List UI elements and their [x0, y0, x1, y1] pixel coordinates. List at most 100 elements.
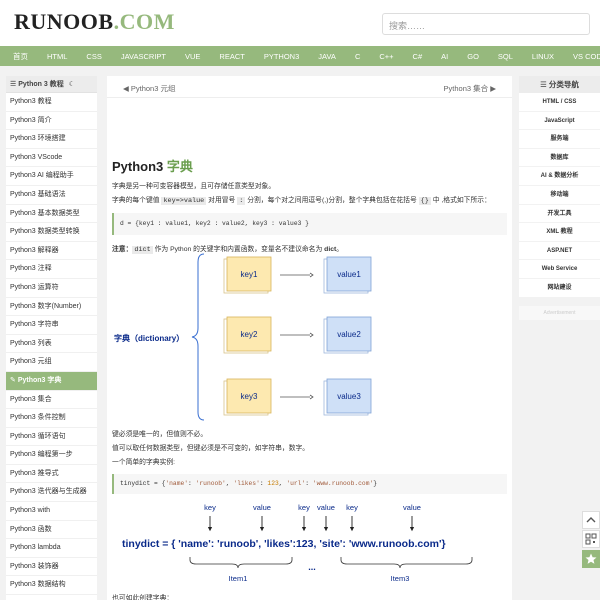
sidebar-item-label: Python3 推导式 [10, 469, 59, 477]
moon-icon[interactable]: ☾ [68, 81, 75, 88]
nav-item[interactable]: JAVA [318, 52, 336, 61]
sidebar-item[interactable]: Python3 基础语法 [6, 186, 97, 205]
sidebar-item-label: Python3 列表 [10, 339, 52, 347]
value-label: value2 [337, 330, 361, 339]
nav-item[interactable]: LINUX [531, 52, 555, 61]
diagram-label: 字典（dictionary） [114, 333, 184, 343]
sidebar-item[interactable]: Python3 装饰器 [6, 558, 97, 577]
diagram-top-label: value [403, 503, 421, 512]
diagram-top-label: key [346, 503, 358, 512]
sidebar-item-label: Python3 数据类型转换 [10, 228, 80, 236]
sidebar-item[interactable]: Python3 字符串 [6, 316, 97, 335]
sidebar-item[interactable]: Python3 运算符 [6, 279, 97, 298]
advertisement: Advertisement [519, 306, 600, 320]
category-item[interactable]: XML 教程 [519, 223, 600, 242]
star-icon [585, 553, 597, 564]
category-item[interactable]: 数据库 [519, 149, 600, 168]
diagram-code: tinydict = { 'name': 'runoob', 'likes':1… [122, 538, 446, 550]
sidebar-item-label: Python3 元组 [10, 358, 52, 366]
tag-icon: ✎ [10, 376, 18, 384]
top-nav: 首页 HTML CSS JAVASCRIPT VUE REACT PYTHON3 JAVA C C… [0, 46, 600, 66]
sidebar-item-label: Python3 迭代器与生成器 [10, 488, 87, 496]
sidebar-item[interactable]: ✎ Python3 字典 [6, 371, 97, 391]
sidebar-item[interactable]: Python3 数字(Number) [6, 298, 97, 317]
sidebar-item-label: Python3 数据结构 [10, 581, 66, 589]
nav-item[interactable]: CSS [86, 52, 102, 61]
nav-item[interactable]: JAVASCRIPT [120, 52, 166, 61]
sidebar-item[interactable]: Python3 注释 [6, 260, 97, 279]
search-input[interactable]: 搜索…… [382, 13, 590, 35]
key-label: key1 [241, 270, 258, 279]
sidebar-item[interactable]: Python3 AI 编程助手 [6, 167, 97, 186]
sidebar-item[interactable]: Python3 环境搭建 [6, 130, 97, 149]
sidebar-item[interactable]: Python3 推导式 [6, 465, 97, 484]
site-logo[interactable]: RUNOOB.COM [14, 9, 175, 34]
sidebar-item[interactable]: Python3 基本数据类型 [6, 205, 97, 224]
sidebar-item-label: Python3 教程 [10, 98, 52, 105]
category-nav-title: ☰ 分类导航 [519, 76, 600, 93]
arrow-head [309, 394, 314, 400]
value-label: value1 [337, 270, 361, 279]
diagram-top-label: value [317, 503, 335, 512]
page-title: Python3 字典 [112, 159, 193, 174]
nav-item[interactable]: REACT [219, 52, 245, 61]
paragraph: 键必须是唯一的，但值则不必。 [112, 431, 208, 438]
nav-item[interactable]: 首页 [13, 52, 28, 61]
nav-item[interactable]: SQL [497, 52, 513, 61]
sidebar-item-label: Python3 AI 编程助手 [10, 172, 74, 180]
category-item[interactable]: ASP.NET [519, 242, 600, 261]
qrcode-button[interactable] [582, 530, 600, 548]
sidebar-item[interactable]: Python3 简介 [6, 112, 97, 131]
favorite-button[interactable] [582, 550, 600, 568]
key-box [226, 378, 272, 414]
sidebar-item-label: Python3 with [10, 507, 51, 515]
sidebar-item-label: Python3 集合 [10, 395, 52, 403]
sidebar-item-label: Python3 循环语句 [10, 432, 66, 440]
sidebar-item[interactable]: Python3 集合 [6, 391, 97, 410]
sidebar-item[interactable]: Python3 迭代器与生成器 [6, 483, 97, 503]
category-item[interactable]: 开发工具 [519, 205, 600, 224]
nav-item[interactable]: C# [412, 52, 423, 61]
sidebar-item[interactable]: Python3 条件控制 [6, 409, 97, 428]
key-box [226, 256, 272, 292]
sidebar-item[interactable]: Python3 数据结构 [6, 576, 97, 596]
nav-item[interactable]: VS CODE [573, 52, 600, 61]
sidebar-item[interactable]: Python3 编程第一步 [6, 446, 97, 465]
sidebar-item[interactable]: Python3 元组 [6, 353, 97, 372]
nav-item[interactable]: AI [441, 52, 449, 61]
category-item[interactable]: 服务端 [519, 130, 600, 149]
category-item[interactable]: AI & 数据分析 [519, 167, 600, 186]
category-item[interactable]: Web Service [519, 260, 600, 279]
nav-item[interactable]: C [354, 52, 361, 61]
category-item[interactable]: JavaScript [519, 112, 600, 131]
nav-item[interactable]: GO [467, 52, 479, 61]
category-item[interactable]: 移动端 [519, 186, 600, 205]
next-link[interactable]: Python3 集合 ▶ [443, 84, 496, 93]
sidebar-item[interactable]: Python3 with [6, 502, 97, 521]
diagram-bottom-label: Item3 [391, 574, 410, 583]
sidebar-item[interactable]: Python3 循环语句 [6, 428, 97, 447]
sidebar-item[interactable]: Python3 解释器 [6, 242, 97, 261]
nav-item[interactable]: PYTHON3 [263, 52, 300, 61]
diagram-bottom-label: ... [308, 562, 316, 572]
list-icon: ☰ [540, 80, 547, 89]
sidebar-item[interactable]: Python3 lambda [6, 539, 97, 558]
sidebar-item-label: Python3 装饰器 [10, 562, 59, 570]
category-item[interactable]: 网站建设 [519, 279, 600, 298]
sidebar-item[interactable]: Python3 教程 [6, 93, 97, 112]
sidebar-item[interactable]: Python3 数据类型转换 [6, 223, 97, 242]
prev-link[interactable]: ◀ Python3 元组 [123, 84, 176, 93]
code-block: tinydict = {'name': 'runoob', 'likes': 1… [112, 474, 507, 494]
nav-item[interactable]: HTML [47, 52, 68, 61]
sidebar-item[interactable]: Python3 VScode [6, 149, 97, 168]
sidebar-item-label: Python3 VScode [10, 153, 63, 161]
category-item[interactable]: HTML / CSS [519, 93, 600, 112]
sidebar-item[interactable]: Python3 函数 [6, 521, 97, 540]
sidebar-item[interactable]: Python3 列表 [6, 335, 97, 354]
nav-item[interactable]: C++ [379, 52, 394, 61]
nav-item[interactable]: VUE [185, 52, 201, 61]
chevron-up-icon [586, 517, 596, 523]
qrcode-icon [585, 533, 597, 545]
scroll-top-button[interactable] [582, 511, 600, 529]
